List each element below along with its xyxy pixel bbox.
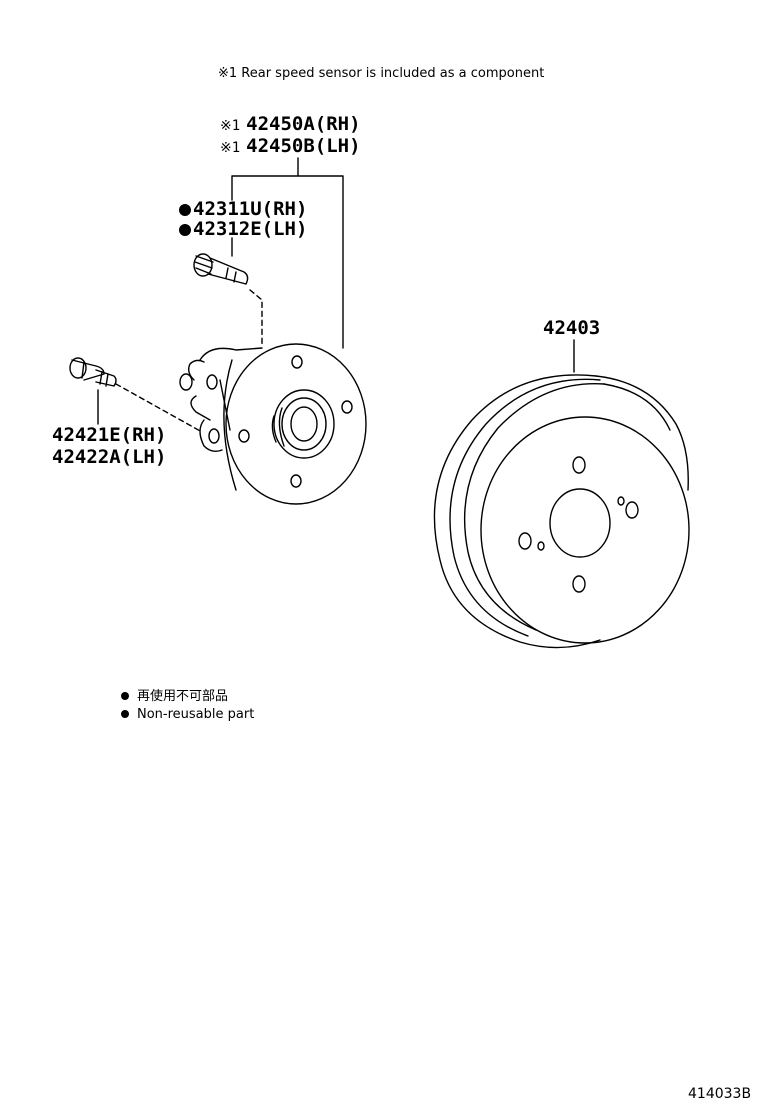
- hub-bolt-rh-text: 42311U(RH): [193, 198, 308, 220]
- hub-bolt-part: [193, 253, 249, 285]
- hub-bolt-label-lh[interactable]: 42312E(LH): [179, 219, 307, 240]
- component-mark: ※1: [220, 118, 241, 134]
- header-note: ※1 Rear speed sensor is included as a co…: [218, 66, 545, 81]
- component-mark: ※1: [220, 140, 241, 156]
- hub-assembly-lh-text: 42450B(LH): [246, 135, 361, 157]
- hub-mount-bolt-label-lh[interactable]: 42422A(LH): [52, 446, 167, 468]
- legend-en-text: Non-reusable part: [137, 707, 255, 722]
- hub-assembly-rh-text: 42450A(RH): [246, 113, 361, 135]
- hub-mount-bolt-part: [69, 357, 117, 387]
- hub-mount-bolt-label-rh[interactable]: 42421E(RH): [52, 424, 167, 446]
- non-reusable-icon: [179, 204, 191, 216]
- hub-mount-bolt-dash: [115, 383, 203, 433]
- figure-id: 414033B: [688, 1086, 752, 1102]
- non-reusable-icon: [121, 692, 129, 700]
- non-reusable-icon: [121, 710, 129, 718]
- hub-bearing-part: [179, 343, 367, 505]
- brake-drum-label[interactable]: 42403: [543, 317, 601, 339]
- hub-assembly-label-lh[interactable]: ※1 42450B(LH): [220, 136, 361, 159]
- legend-jp-text: 再使用不可部品: [137, 689, 229, 704]
- hub-bolt-label-rh[interactable]: 42311U(RH): [179, 199, 307, 220]
- hub-assembly-leader: [231, 157, 344, 349]
- hub-assembly-label-rh[interactable]: ※1 42450A(RH): [220, 114, 361, 137]
- brake-drum-part: [433, 374, 690, 649]
- non-reusable-icon: [179, 224, 191, 236]
- legend-en: Non-reusable part: [121, 706, 254, 724]
- hub-bolt-lh-text: 42312E(LH): [193, 218, 308, 240]
- hub-bolt-dash: [249, 289, 263, 347]
- legend-jp: 再使用不可部品: [121, 688, 228, 706]
